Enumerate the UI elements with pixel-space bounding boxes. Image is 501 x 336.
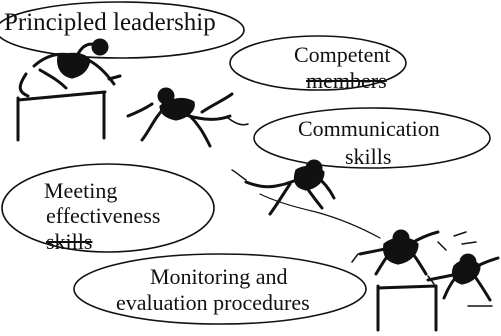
label-communication-line-2: skills xyxy=(345,144,392,169)
oval-communication-skills xyxy=(253,107,491,169)
label-competent-line-2: members xyxy=(306,68,387,93)
oval-competent-members xyxy=(229,35,407,91)
label-meeting-line-1: Meeting xyxy=(44,178,118,203)
diving-figure-4 xyxy=(351,229,477,285)
label-principled-leadership: Principled leadership xyxy=(4,9,216,36)
label-monitoring-line-1: Monitoring and xyxy=(150,264,288,289)
label-meeting-line-3: skills xyxy=(46,229,93,254)
label-competent-line-1: Competent xyxy=(294,42,391,67)
oval-principled-leadership xyxy=(0,1,245,59)
oval-monitoring-evaluation xyxy=(73,253,367,325)
hurdler-figure-5 xyxy=(376,253,500,332)
runner-figure-2 xyxy=(126,87,249,148)
hurdler-figure-1 xyxy=(16,38,122,142)
oval-meeting-effectiveness-skills xyxy=(1,163,215,253)
sprinter-figure-3 xyxy=(231,159,381,239)
label-monitoring-line-2: evaluation procedures xyxy=(116,290,310,315)
label-meeting-line-2: effectiveness xyxy=(46,203,161,228)
label-communication-line-1: Communication xyxy=(298,116,440,141)
